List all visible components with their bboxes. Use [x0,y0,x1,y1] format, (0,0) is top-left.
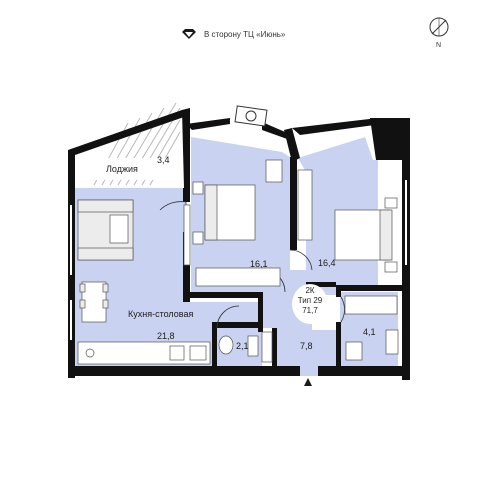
loggia-name: Лоджия [106,164,138,174]
badge-type: Тип 29 [297,296,323,305]
north-label: N [436,42,442,49]
bath-area: 4,1 [363,327,376,337]
apartment-badge: 2К Тип 29 71,7 [292,284,328,324]
wardrobe-2 [297,169,313,241]
desk-1 [265,159,283,183]
badge-total: 71,7 [302,306,318,315]
direction-note: В сторону ТЦ «Июнь» [182,29,285,39]
toilet [218,335,234,355]
hall-wardrobe [261,331,273,363]
diamond-icon [182,29,196,39]
hall-area: 7,8 [300,341,313,351]
bedroom1-furniture [183,159,283,287]
bedroom2-furniture [297,169,398,273]
kitchen-name: Кухня-столовая [128,309,194,319]
walls [68,108,410,380]
loggia-label-bg [92,158,182,180]
loggia-area: 3,4 [157,155,170,165]
bedroom2-area: 16,4 [318,258,336,268]
entrance-arrow-icon [304,378,312,386]
bath-furniture [344,295,399,361]
badge-rooms: 2К [305,286,315,295]
direction-note-text: В сторону ТЦ «Июнь» [204,29,286,39]
kitchen-area: 21,8 [157,331,175,341]
wc-furniture [218,335,259,357]
ac-unit-icon [234,105,268,127]
wardrobe-1 [195,267,281,287]
coffee-table [109,214,129,244]
dining-table [81,281,107,323]
wc-area: 2,1 [236,341,249,351]
compass-icon [429,17,449,37]
bathtub [344,295,398,315]
bedroom1-area: 16,1 [250,259,268,269]
kitchen-furniture [77,199,211,365]
